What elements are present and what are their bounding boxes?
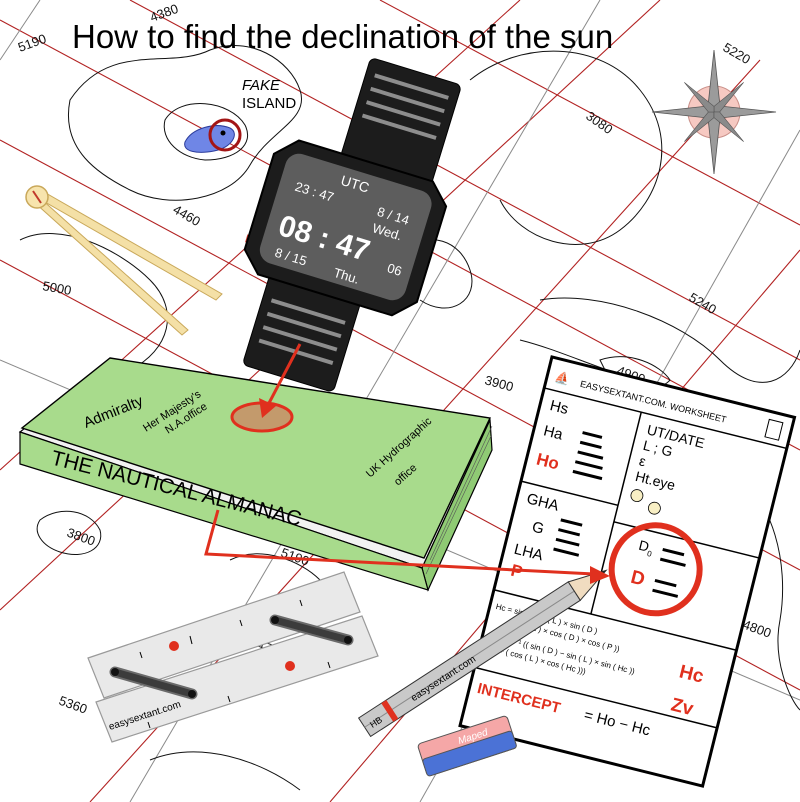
island-label-line1: FAKE (242, 77, 281, 94)
depth-label: 3900 (483, 372, 515, 394)
depth-label: 3080 (583, 108, 615, 137)
depth-label: 5000 (41, 278, 72, 298)
depth-label: 5360 (57, 693, 89, 717)
easysextant-worksheet: EASYSEXTANT.COM. WORKSHEET ⛵ Hs Ha Ho GH… (458, 355, 797, 788)
worksheet-label-hs: Hs (548, 397, 570, 418)
island-dot (220, 130, 226, 136)
worksheet-label-ho: Ho (535, 450, 562, 474)
island-position-circle (208, 118, 242, 152)
worksheet-label-g: G (530, 518, 545, 537)
depth-label: 4800 (741, 617, 773, 641)
arrow-almanac-to-worksheet (590, 566, 610, 584)
worksheet-label-lg: L ; G (642, 437, 675, 460)
eraser-icon: Maped (417, 715, 517, 777)
worksheet-label-lha: LHA (512, 541, 544, 565)
dividers-icon (25, 185, 223, 336)
depth-label: 5190 (16, 31, 48, 55)
svg-text:⛵: ⛵ (554, 370, 572, 387)
depth-label: 5240 (687, 290, 720, 317)
parallel-rulers: easysextant.com (87, 571, 379, 743)
declination-highlight-circle (608, 522, 703, 617)
compass-rose-icon (651, 49, 777, 175)
depth-label: 4460 (171, 202, 204, 229)
island-label-line2: ISLAND (242, 95, 296, 112)
utc-watch: UTC 23 : 47 8 / 14 Wed. 08 : 47 06 8 / 1… (243, 58, 461, 392)
worksheet-label-ha: Ha (542, 422, 565, 443)
arrow-watch-to-almanac (259, 398, 276, 418)
diagram-title: How to find the declination of the sun (72, 18, 613, 55)
watch-seconds: 06 (385, 260, 403, 279)
worksheet-label-d0-sub: 0 (646, 549, 653, 559)
worksheet-label-d0: D (637, 537, 651, 555)
worksheet-label-epsilon: ε (638, 452, 648, 469)
flow-arrows (204, 343, 610, 584)
watch-local-day: Thu. (332, 265, 361, 287)
worksheet-label-d: D (628, 567, 646, 591)
fake-island: FAKE ISLAND (184, 77, 296, 153)
depth-label: 5220 (721, 40, 754, 67)
